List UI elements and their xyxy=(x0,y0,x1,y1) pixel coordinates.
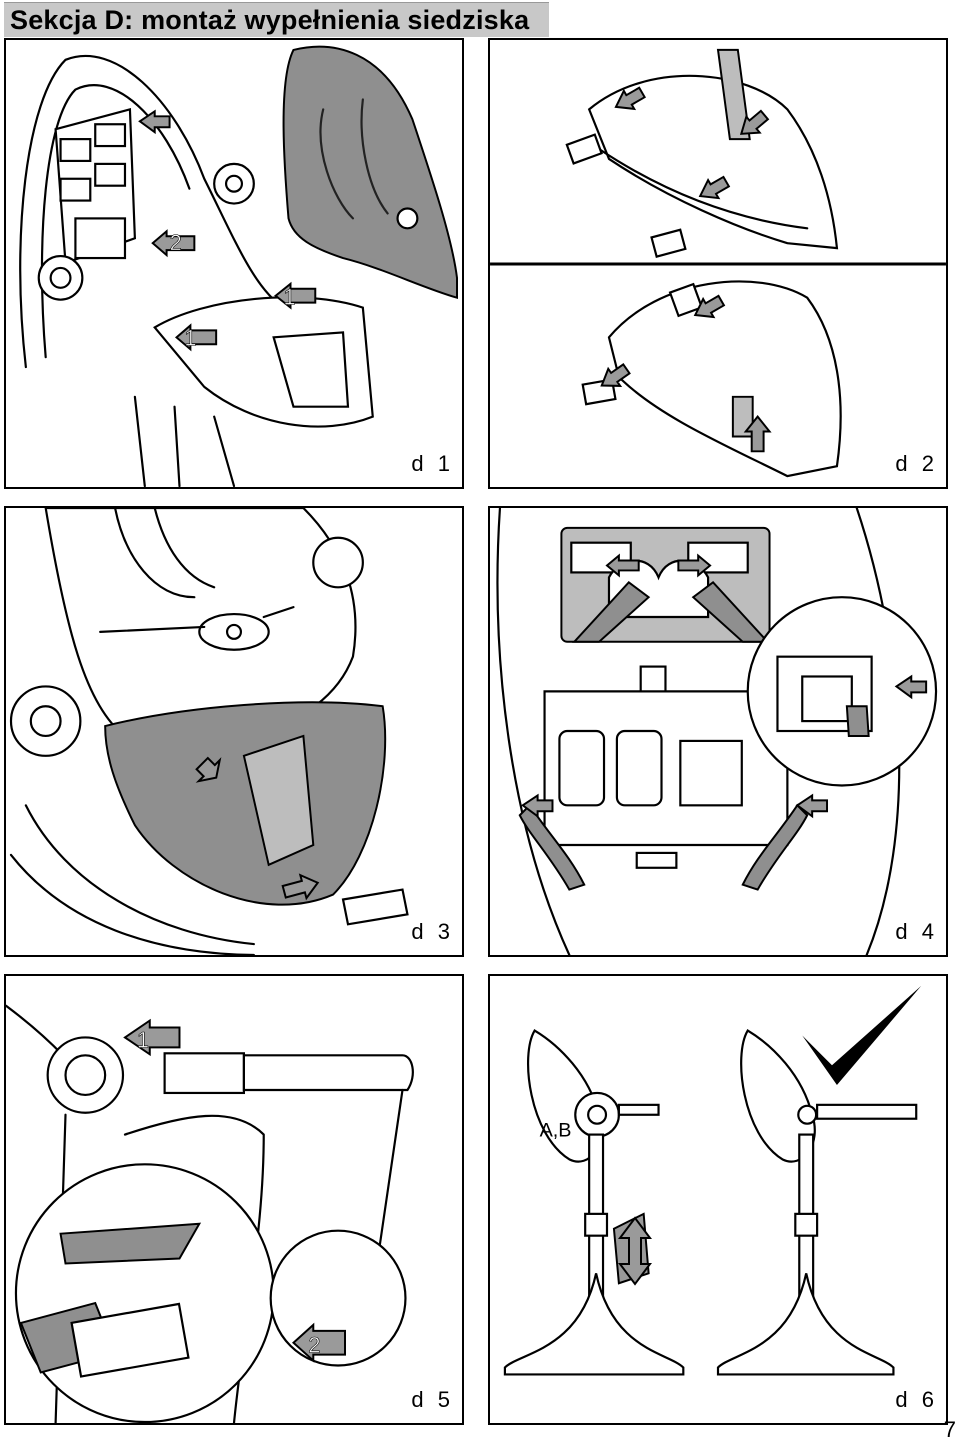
panel-d4: d 4 xyxy=(488,506,948,957)
step-number: 1 xyxy=(284,285,296,310)
height-adjust-icon xyxy=(618,1216,652,1286)
arrow-icon xyxy=(151,229,196,258)
step-number: 2 xyxy=(308,1333,320,1358)
panel-d5: 1 2 d 5 xyxy=(4,974,464,1425)
panel-label: d 4 xyxy=(893,919,940,945)
panel-label: d 3 xyxy=(409,919,456,945)
section-title: Sekcja D: montaż wypełnienia siedziska xyxy=(10,5,530,35)
arrow-icon xyxy=(123,1018,181,1057)
panel-d2: d 2 xyxy=(488,38,948,489)
arrow-icon xyxy=(743,415,772,453)
d4-illustration xyxy=(496,508,938,955)
arrow-icon xyxy=(291,1322,346,1363)
arrow-icon xyxy=(281,873,320,901)
arrow-icon xyxy=(693,294,726,319)
panel-d6: A,B d 6 xyxy=(488,974,948,1425)
d6-illustration: A,B xyxy=(503,985,922,1376)
panel-label: d 2 xyxy=(893,451,940,477)
panel-label: d 5 xyxy=(409,1387,456,1413)
arrow-icon xyxy=(138,109,171,135)
step-number: 1 xyxy=(184,325,196,350)
arrow-icon xyxy=(677,553,712,578)
section-title-bar: Sekcja D: montaż wypełnienia siedziska xyxy=(4,2,549,37)
arrow-icon xyxy=(614,86,647,111)
arrow-icon xyxy=(174,323,218,352)
callout-label: A,B xyxy=(540,1120,572,1142)
arrow-icon xyxy=(698,175,731,200)
arrow-icon xyxy=(894,674,928,700)
arrow-icon xyxy=(795,793,829,819)
panel-d1: 2 1 1 d 1 xyxy=(4,38,464,489)
step-number: 1 xyxy=(137,1027,149,1052)
d3-illustration xyxy=(9,508,409,955)
arrow-icon xyxy=(195,756,222,783)
arrow-icon xyxy=(739,109,770,135)
d1-illustration: 2 1 1 xyxy=(19,45,458,487)
page-number: 7 xyxy=(943,1417,956,1442)
d5-illustration: 1 2 xyxy=(6,1004,414,1423)
d2-illustration xyxy=(490,48,946,478)
panel-d3: d 3 xyxy=(4,506,464,957)
arrow-icon xyxy=(274,281,317,310)
arrow-icon xyxy=(600,363,631,387)
step-number: 2 xyxy=(170,230,182,255)
panel-label: d 6 xyxy=(893,1387,940,1413)
arrow-icon xyxy=(605,553,640,578)
arrow-icon xyxy=(521,793,554,819)
panel-label: d 1 xyxy=(409,451,456,477)
checkmark-icon xyxy=(802,985,922,1086)
